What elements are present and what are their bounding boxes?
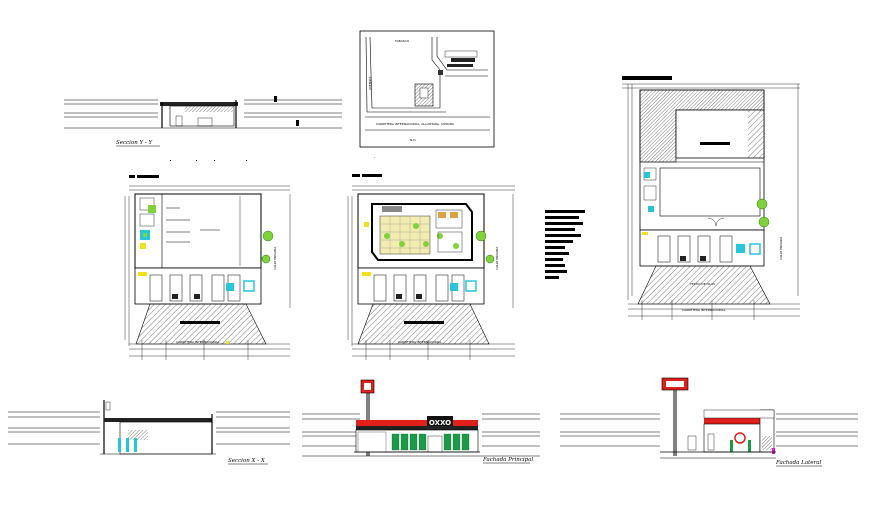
location-street-left: AVENIDA <box>368 76 372 90</box>
section-yy-caption: Seccion Y - Y <box>116 140 154 146</box>
plan-left-road-label: CARRETERA INTERNACIONAL <box>176 340 220 344</box>
elevation-side-caption: Fachada Lateral <box>775 460 821 466</box>
elevation-side: Fachada Lateral <box>560 377 858 467</box>
location-bottom-note: N.D. <box>410 138 417 142</box>
location-road-label: CARRETERA INTERNACIONAL, ALCANTARA, SONO… <box>376 122 455 126</box>
location-plan-marker: . <box>374 154 376 160</box>
section-xx: Seccion X - X <box>8 400 290 465</box>
location-street-top: TABASCO <box>394 39 410 43</box>
plan-left-side-label: CALLE PRIVADA <box>273 246 277 270</box>
floor-plan-left: CALLE PRIVADA CARRETERA INTERNA <box>124 175 291 360</box>
section-xx-caption: Seccion X - X <box>228 458 266 464</box>
plan-mid-road-label: CARRETERA INTERNACIONAL <box>398 340 442 344</box>
plan-right-canopy-label: TECHO DE ISLAS <box>689 282 715 286</box>
plan-mid-side-label: CALLE PRIVADA <box>495 246 499 270</box>
elevation-front: OXXO Fachada Principal <box>302 379 540 464</box>
floor-plan-right: CALLE PRIVADA TECHO DE ISLAS CARRETERA I… <box>622 76 800 320</box>
plan-right-side-label: CALLE PRIVADA <box>779 236 783 260</box>
elevation-front-caption: Fachada Principal <box>482 457 533 463</box>
floor-plan-middle: CALLE PRIVADA CARRETERA INTERNA <box>347 174 515 360</box>
section-yy: Seccion Y - Y <box>64 96 342 161</box>
legend-table <box>543 208 590 288</box>
front-fascia-sign: OXXO <box>429 419 451 427</box>
plan-right-road-label: CARRETERA INTERNACIONAL <box>682 308 726 312</box>
location-plan: TABASCO AVENIDA CARRETERA INTERNACIONAL,… <box>359 30 495 160</box>
